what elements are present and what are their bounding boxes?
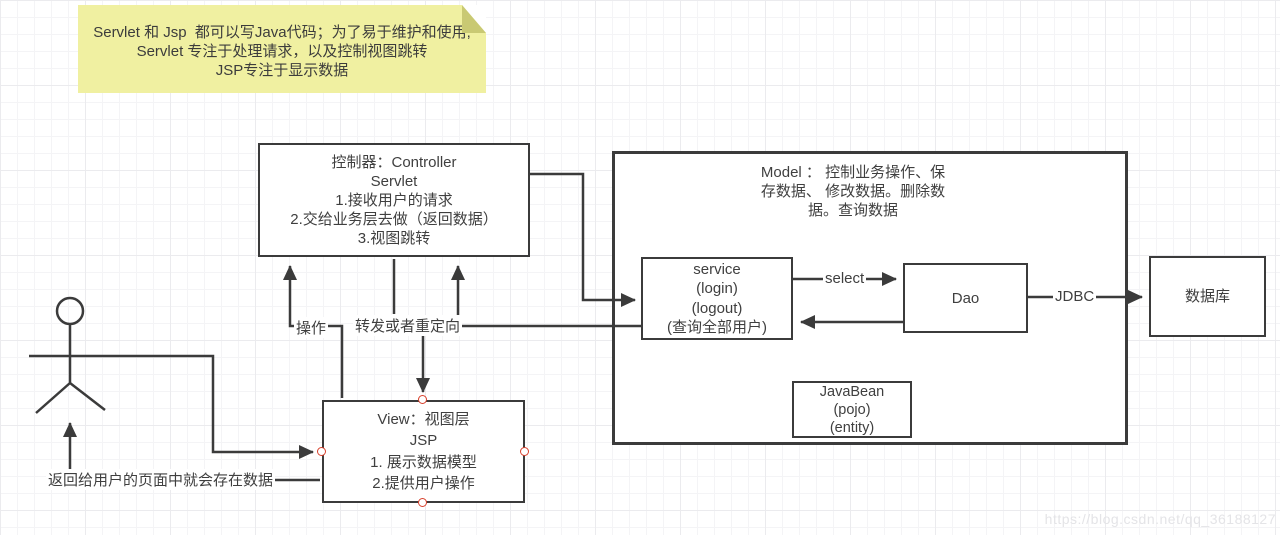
- stick-figure-body: [29, 324, 108, 414]
- model-text-line: 据。查询数据: [807, 202, 898, 219]
- jdbc-label[interactable]: JDBC: [1053, 288, 1097, 305]
- database-box[interactable]: 数据库: [1149, 256, 1266, 337]
- dao-label: Dao: [951, 289, 980, 307]
- controller-text-line: 3.视图跳转: [357, 229, 431, 247]
- dao-box[interactable]: Dao: [903, 263, 1028, 333]
- javabean-text-line: (entity): [829, 419, 875, 436]
- model-text-line: Model ： 控制业务操作、保: [760, 164, 946, 181]
- view-text-line: 2.提供用户操作: [372, 475, 475, 492]
- model-text: Model ： 控制业务操作、保 存数据、 修改数据。删除数 据。查询数据: [728, 163, 978, 220]
- controller-text-line: 控制器：Controller: [331, 153, 457, 171]
- edge-user-to-view: [108, 354, 314, 459]
- service-text-line: service: [693, 260, 741, 278]
- stick-figure[interactable]: [29, 296, 108, 414]
- view-handle-top[interactable]: [418, 395, 427, 404]
- select-label[interactable]: select: [823, 270, 867, 287]
- service-text-line: (logout): [691, 299, 743, 317]
- sticky-note-fold: [462, 5, 486, 33]
- forward-redirect-label[interactable]: 转发或者重定向: [353, 315, 463, 336]
- service-text-line: (查询全部用户): [667, 319, 767, 336]
- view-box[interactable]: View：视图层 JSP 1. 展示数据模型 2.提供用户操作: [322, 400, 525, 503]
- javabean-text-line: (pojo): [833, 401, 871, 418]
- view-text-line: 1. 展示数据模型: [370, 453, 477, 471]
- view-text-line: JSP: [409, 432, 438, 449]
- operate-label[interactable]: 操作: [294, 317, 329, 338]
- javabean-box[interactable]: JavaBean (pojo) (entity): [792, 381, 912, 438]
- watermark: https://blog.csdn.net/qq_36188127: [1044, 511, 1276, 527]
- sticky-note-line: Servlet 和 Jsp 都可以写Java代码；为了易于维护和使用;: [93, 23, 471, 41]
- view-handle-bottom[interactable]: [418, 498, 427, 507]
- view-handle-left[interactable]: [317, 447, 326, 456]
- sticky-note-line: JSP专注于显示数据: [215, 61, 349, 79]
- service-text-line: (login): [696, 280, 738, 297]
- stick-figure-head: [55, 296, 85, 326]
- service-box[interactable]: service (login) (logout) (查询全部用户): [641, 257, 793, 340]
- view-text-line: View：视图层: [377, 410, 470, 428]
- return-to-user-label[interactable]: 返回给用户的页面中就会存在数据: [46, 469, 276, 490]
- controller-text-line: 2.交给业务层去做（返回数据）: [290, 210, 498, 228]
- database-label: 数据库: [1184, 288, 1230, 305]
- sticky-note-line: Servlet 专注于处理请求，以及控制视图跳转: [136, 42, 428, 60]
- controller-text-line: Servlet: [370, 172, 418, 190]
- view-handle-right[interactable]: [520, 447, 529, 456]
- controller-text-line: 1.接收用户的请求: [335, 191, 453, 209]
- model-text-line: 存数据、 修改数据。删除数: [760, 183, 946, 200]
- sticky-note[interactable]: Servlet 和 Jsp 都可以写Java代码；为了易于维护和使用; Serv…: [78, 5, 486, 93]
- javabean-text-line: JavaBean: [819, 383, 885, 400]
- controller-box[interactable]: 控制器：Controller Servlet 1.接收用户的请求 2.交给业务层…: [258, 143, 530, 257]
